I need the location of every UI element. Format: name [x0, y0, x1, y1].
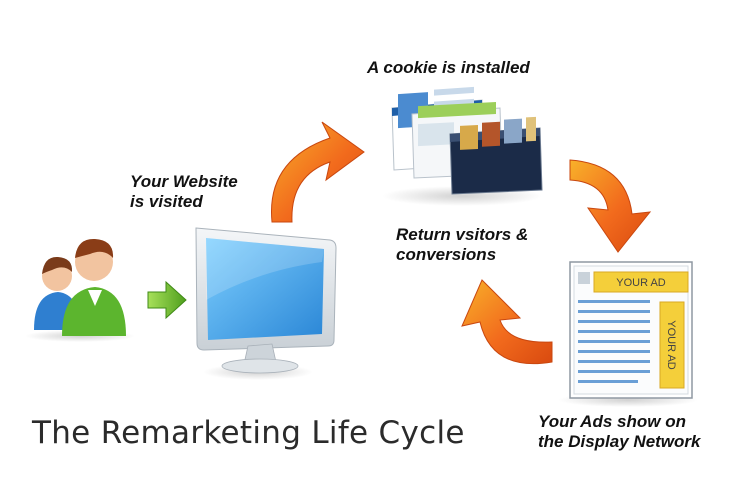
page-title: The Remarketing Life Cycle	[32, 415, 465, 451]
ad-sidebar-text: YOUR AD	[665, 320, 677, 370]
cycle-arrow-up-icon	[270, 121, 365, 223]
ad-banner-text: YOUR AD	[616, 277, 666, 289]
ads-line1: Your Ads show on	[538, 412, 686, 431]
visited-line1: Your Website	[130, 172, 238, 191]
step-return-label: Return vsitors & conversions	[396, 225, 528, 265]
return-line1: Return vsitors &	[396, 225, 529, 244]
ad-page-mockup: YOUR AD YOUR AD	[558, 261, 698, 407]
step-ads-label: Your Ads show on the Display Network	[538, 412, 701, 452]
cycle-arrow-down-icon	[569, 159, 652, 253]
ad-banner	[593, 271, 689, 293]
return-line2: conversions	[396, 245, 497, 264]
step-cookie-label: A cookie is installed	[367, 58, 530, 78]
ads-line2: the Display Network	[538, 432, 701, 451]
users-icon	[25, 238, 135, 342]
monitor-icon	[195, 227, 337, 380]
cycle-arrow-back-icon	[461, 279, 553, 365]
visited-line2: is visited	[130, 192, 203, 211]
cookie-text: A cookie is installed	[367, 58, 530, 77]
green-arrow-icon	[147, 280, 187, 320]
browser-windows-icon	[382, 86, 543, 206]
ad-sidebar	[659, 301, 685, 389]
step-visited-label: Your Website is visited	[130, 172, 238, 212]
